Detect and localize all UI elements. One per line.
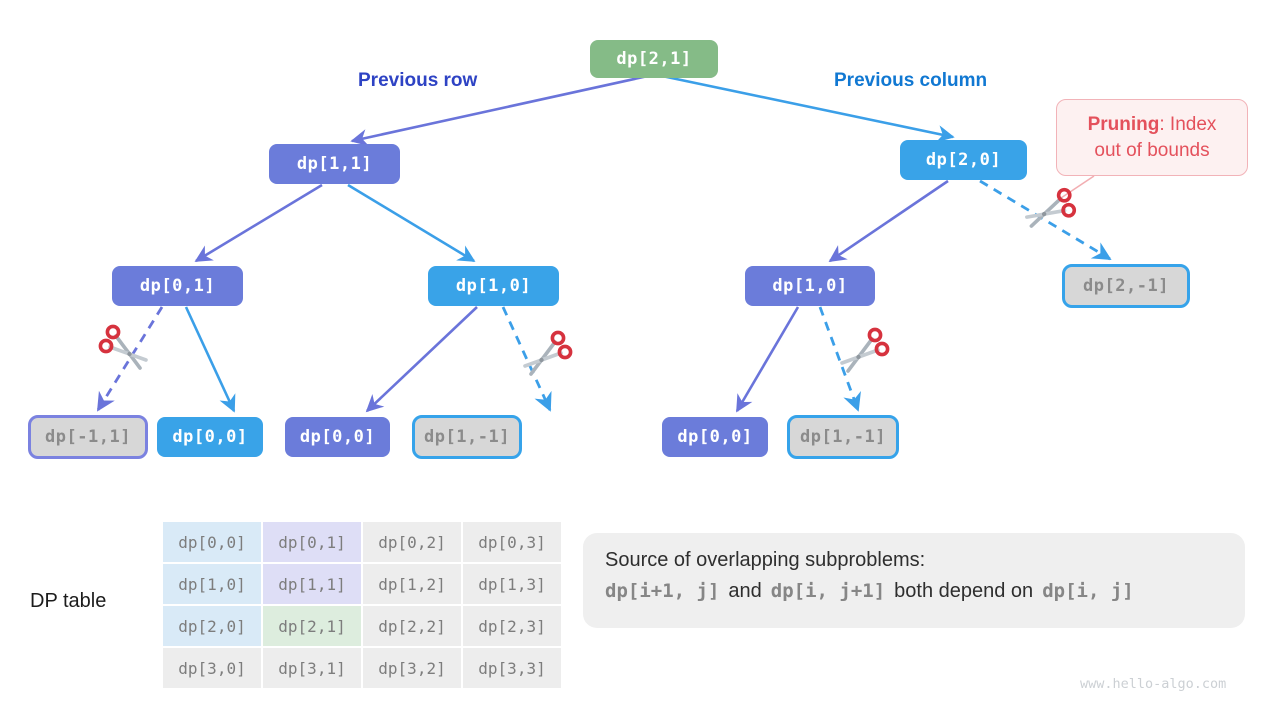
scissors-icon <box>523 330 573 376</box>
edge-dp11-to-dp10 <box>347 183 476 263</box>
tree-node-pruned-dp-1-m1-b: dp[1,-1] <box>787 415 899 459</box>
dp-table-cell: dp[2,1] <box>263 606 361 646</box>
dp-table-cell: dp[2,3] <box>463 606 561 646</box>
edge-dp10m-to-dp1m1 <box>501 306 552 412</box>
tree-node-dp-0-0-c: dp[0,0] <box>662 417 768 457</box>
previous-row-label: Previous row <box>358 70 478 91</box>
dp-table-cell: dp[2,2] <box>363 606 461 646</box>
tree-node-dp-1-0-right: dp[1,0] <box>745 266 875 306</box>
tree-node-dp-1-1: dp[1,1] <box>269 144 400 184</box>
tree-node-pruned-dp-1-m1-a: dp[1,-1] <box>412 415 522 459</box>
formula-code-dp-i-j1: dp[i, j+1] <box>770 580 886 602</box>
callout-tail-line <box>1057 175 1095 201</box>
pruning-callout: Pruning: Index out of bounds <box>1056 99 1248 176</box>
tree-node-dp-0-1: dp[0,1] <box>112 266 243 306</box>
dp-table: dp[0,0] dp[0,1] dp[0,2] dp[0,3] dp[1,0] … <box>163 522 561 688</box>
edge-dp10r-to-dp00 <box>735 306 800 413</box>
formula-code-dp-i-j: dp[i, j] <box>1042 580 1134 602</box>
dp-table-cell: dp[3,0] <box>163 648 261 688</box>
tree-node-pruned-dp-2-m1: dp[2,-1] <box>1062 264 1190 308</box>
tree-node-pruned-dp-m1-1: dp[-1,1] <box>28 415 148 459</box>
dp-table-cell: dp[1,2] <box>363 564 461 604</box>
pruning-callout-text: Pruning: Index out of bounds <box>1072 112 1232 164</box>
tree-node-dp-0-0-b: dp[0,0] <box>285 417 390 457</box>
dp-table-cell: dp[0,1] <box>263 522 361 562</box>
dp-table-caption: DP table <box>30 590 107 612</box>
dp-table-cell: dp[0,0] <box>163 522 261 562</box>
previous-column-label: Previous column <box>834 70 988 91</box>
edge-dp20-to-dp10 <box>828 179 949 263</box>
dp-table-cell: dp[3,1] <box>263 648 361 688</box>
tree-node-dp-0-0-a: dp[0,0] <box>157 417 263 457</box>
dp-table-cell: dp[3,2] <box>363 648 461 688</box>
dp-table-cell: dp[1,1] <box>263 564 361 604</box>
tree-node-root-dp-2-1: dp[2,1] <box>590 40 718 78</box>
edge-dp11-to-dp01 <box>194 183 323 263</box>
scissors-icon <box>98 324 148 370</box>
pruning-callout-bold: Pruning <box>1087 113 1160 135</box>
scissors-icon <box>840 327 890 373</box>
edge-dp10r-to-dp1m1 <box>818 306 861 412</box>
edge-dp10m-to-dp00 <box>365 306 478 413</box>
overlap-info-box: Source of overlapping subproblems: dp[i+… <box>583 533 1245 628</box>
formula-text-depend: both depend on <box>894 580 1034 602</box>
tree-node-dp-2-0: dp[2,0] <box>900 140 1027 180</box>
watermark: www.hello-algo.com <box>1080 676 1227 692</box>
scissors-icon <box>1023 182 1080 235</box>
edge-dp20-to-dp2m1 <box>979 179 1112 261</box>
dp-table-cell: dp[0,3] <box>463 522 561 562</box>
pruning-callout-rest: : Index out of bounds <box>1094 113 1217 161</box>
dp-table-cell: dp[2,0] <box>163 606 261 646</box>
dp-table-cell: dp[1,3] <box>463 564 561 604</box>
dp-table-cell: dp[1,0] <box>163 564 261 604</box>
edge-dp01-to-dpm11 <box>96 306 164 412</box>
overlap-info-formula: dp[i+1, j] and dp[i, j+1] both depend on… <box>605 580 1223 603</box>
formula-text-and: and <box>728 580 762 602</box>
dp-table-cell: dp[0,2] <box>363 522 461 562</box>
tree-node-dp-1-0-mid: dp[1,0] <box>428 266 559 306</box>
formula-code-dp-i1-j: dp[i+1, j] <box>605 580 720 602</box>
dp-table-cell: dp[3,3] <box>463 648 561 688</box>
edge-dp01-to-dp00 <box>184 306 236 413</box>
overlap-info-title: Source of overlapping subproblems: <box>605 549 926 571</box>
